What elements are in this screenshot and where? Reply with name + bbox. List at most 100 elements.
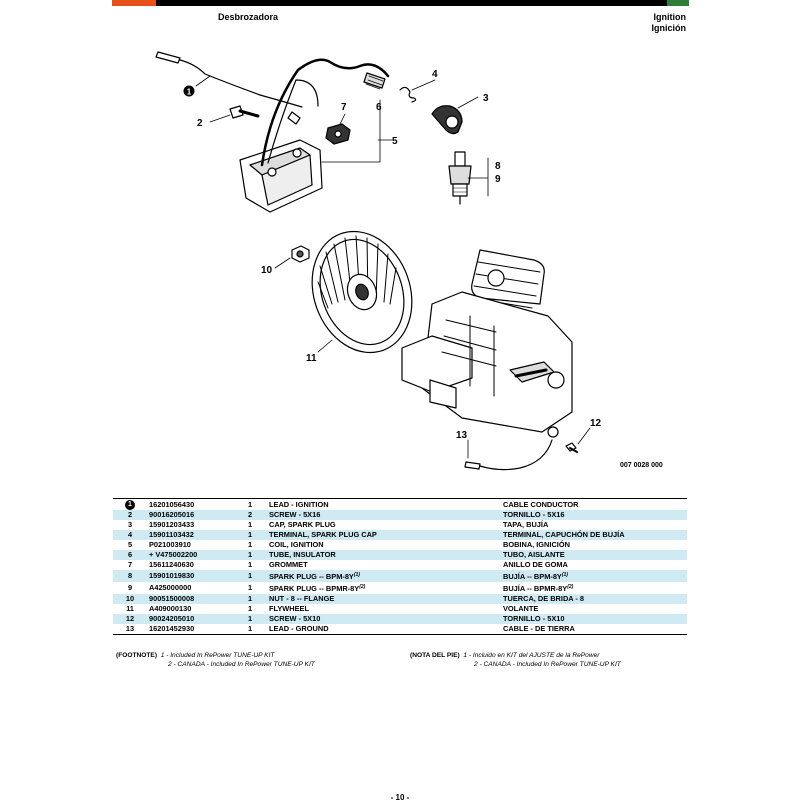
spark-plug-terminal-part [399, 86, 417, 103]
ignition-coil-part [239, 58, 390, 213]
quantity-cell-text: 1 [247, 571, 253, 580]
quantity-cell: 1 [233, 540, 267, 550]
part-number-cell-text: 15901103432 [149, 530, 194, 539]
description-es-cell-text: VOLANTE [503, 604, 539, 613]
description-es-cell-text: TUERCA, DE BRIDA - 8 [503, 594, 585, 603]
description-en-cell: SPARK PLUG -- BPM-8Y(1) [267, 570, 501, 582]
ref-cell: 2 [113, 510, 147, 520]
description-en-cell: SPARK PLUG -- BPMR-8Y(2) [267, 582, 501, 594]
ref-cell: 7 [113, 560, 147, 570]
quantity-cell-text: 1 [247, 583, 253, 592]
ref-cell-text: 10 [125, 594, 135, 603]
description-es-cell: ANILLO DE GOMA [501, 560, 687, 570]
ref-cell: 5 [113, 540, 147, 550]
engine-block [401, 249, 573, 433]
part-number-cell: + V475002200 [147, 550, 233, 560]
part-number-cell-text: A425000000 [149, 583, 192, 592]
callout-8: 8 [495, 161, 501, 172]
description-es-cell-text: BOBINA, IGNICIÓN [503, 540, 570, 549]
description-en-cell-text: LEAD - GROUND [269, 624, 329, 633]
ref-cell: 11 [113, 604, 147, 614]
description-es-cell: TUERCA, DE BRIDA - 8 [501, 594, 687, 604]
description-es-cell-text: BUJÍA -- BPM-8Y [503, 572, 562, 581]
part-number-cell: A409000130 [147, 604, 233, 614]
description-es-cell: VOLANTE [501, 604, 687, 614]
part-number-cell-text: 15611240630 [149, 560, 194, 569]
quantity-cell-text: 1 [247, 540, 253, 549]
description-en-cell: SCREW - 5X16 [267, 510, 501, 520]
description-es-cell: TORNILLO - 5X16 [501, 510, 687, 520]
callout-10: 10 [261, 265, 273, 276]
ref-cell-text: 13 [125, 624, 135, 633]
description-en-cell-text: SCREW - 5X10 [269, 614, 321, 623]
part-number-cell: 90051500008 [147, 594, 233, 604]
callout-5: 5 [392, 136, 398, 147]
quantity-cell-text: 1 [247, 594, 253, 603]
description-es-cell-text: CABLE CONDUCTOR [503, 499, 579, 509]
description-es-cell-text: TERMINAL, CAPUCHÓN DE BUJÍA [503, 530, 625, 539]
description-es-cell-text: ANILLO DE GOMA [503, 560, 568, 569]
quantity-cell: 1 [233, 498, 267, 510]
part-number-cell-text: A409000130 [149, 604, 192, 613]
header-accent [667, 0, 689, 6]
quantity-cell: 1 [233, 582, 267, 594]
description-es-cell: BUJÍA -- BPMR-8Y(2) [501, 582, 687, 594]
ref-cell-text: 5 [127, 540, 133, 549]
ref-badge: 1 [125, 500, 135, 510]
ref-cell-text: 7 [127, 560, 133, 569]
description-es-cell-text: CABLE - DE TIERRA [503, 624, 575, 633]
description-en-cell: FLYWHEEL [267, 604, 501, 614]
quantity-cell-text: 1 [247, 499, 253, 509]
footnote-es-2: 2 - CANADA - Included In RePower TUNE-UP… [474, 660, 621, 668]
part-number-cell-text: 16201056430 [149, 499, 195, 509]
description-es-cell: TORNILLO - 5X10 [501, 614, 687, 624]
callout-1-badge [183, 85, 195, 97]
part-number-cell: 16201056430 [147, 498, 233, 510]
callout-6: 6 [376, 102, 382, 113]
section-title-en: Ignition [653, 12, 687, 22]
ground-lead-part [464, 426, 559, 471]
description-en-cell: SCREW - 5X10 [267, 614, 501, 624]
description-es-cell: CABLE - DE TIERRA [501, 624, 687, 635]
ref-cell-text: 2 [127, 510, 133, 519]
part-number-cell: 15611240630 [147, 560, 233, 570]
screw-part [229, 105, 260, 119]
description-en-cell-text: SPARK PLUG -- BPMR-8Y [269, 584, 360, 593]
ref-cell-text: 9 [127, 583, 133, 592]
ref-cell-text: 8 [127, 571, 133, 580]
ref-cell: 3 [113, 520, 147, 530]
callout-leader-lines [195, 75, 591, 459]
description-es-cell: BUJÍA -- BPM-8Y(1) [501, 570, 687, 582]
footnote-en-1: 1 - Included In RePower TUNE-UP KIT [160, 652, 275, 659]
exploded-parts-diagram: 1 2 3 4 5 6 7 8 9 10 11 12 13 [155, 51, 602, 471]
footnote-en: (FOOTNOTE) 1 - Included In RePower TUNE-… [116, 652, 315, 669]
ref-cell-text: 4 [127, 530, 133, 539]
description-en-cell-text: NUT - 8 -- FLANGE [269, 594, 335, 603]
callout-12: 12 [590, 418, 602, 429]
part-number-cell: 16201452930 [147, 624, 233, 635]
grommet-part [325, 123, 351, 145]
description-en-cell-text: TUBE, INSULATOR [269, 550, 336, 559]
part-number-cell: 15901103432 [147, 530, 233, 540]
footnote-en-2: 2 - CANADA - Included In RePower TUNE-UP… [168, 660, 315, 668]
description-es-cell-text: TORNILLO - 5X10 [503, 614, 565, 623]
ref-cell: 8 [113, 570, 147, 582]
quantity-cell-text: 2 [247, 510, 253, 519]
section-title-es: Ignición [651, 23, 687, 33]
quantity-cell-text: 1 [247, 560, 253, 569]
quantity-cell-text: 1 [247, 520, 253, 529]
quantity-cell-text: 1 [247, 530, 253, 539]
callout-1: 1 [187, 88, 192, 97]
quantity-cell: 1 [233, 624, 267, 635]
description-en-cell-text: SPARK PLUG -- BPM-8Y [269, 572, 354, 581]
description-es-cell-text: TAPA, BUJÍA [503, 520, 549, 529]
quantity-cell-text: 1 [247, 550, 253, 559]
